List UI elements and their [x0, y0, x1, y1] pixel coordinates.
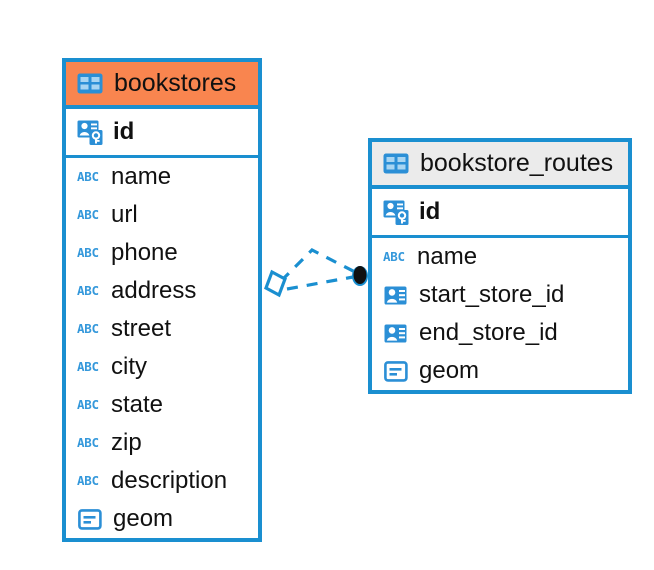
- text-abc-icon: ABC: [382, 246, 408, 268]
- field-list-bookstores: ABC name ABC url ABC phone ABC address A…: [66, 158, 258, 538]
- field-label: end_store_id: [419, 319, 558, 346]
- foreign-key-icon: [382, 319, 410, 347]
- table-grid-icon: [76, 70, 104, 98]
- entity-table-bookstores[interactable]: bookstores id: [62, 58, 262, 542]
- text-abc-icon: ABC: [76, 432, 102, 454]
- svg-text:ABC: ABC: [77, 208, 99, 222]
- field-row-id[interactable]: id: [66, 109, 258, 155]
- field-row-name[interactable]: ABC name: [372, 238, 628, 276]
- text-abc-icon: ABC: [76, 470, 102, 492]
- svg-text:ABC: ABC: [77, 474, 99, 488]
- field-label: phone: [111, 239, 178, 266]
- table-header-bookstore-routes[interactable]: bookstore_routes: [372, 142, 628, 189]
- field-label: state: [111, 391, 164, 418]
- entity-table-bookstore-routes[interactable]: bookstore_routes id: [368, 138, 632, 394]
- table-title: bookstore_routes: [420, 149, 614, 177]
- text-abc-icon: ABC: [76, 394, 102, 416]
- primary-key-icon: [382, 198, 410, 226]
- text-abc-icon: ABC: [76, 318, 102, 340]
- svg-text:ABC: ABC: [77, 284, 99, 298]
- table-title: bookstores: [114, 69, 237, 97]
- text-abc-icon: ABC: [76, 166, 102, 188]
- field-label: name: [111, 163, 172, 190]
- field-row-url[interactable]: ABC url: [66, 196, 258, 234]
- field-label: start_store_id: [419, 281, 565, 308]
- field-label: id: [113, 118, 135, 145]
- field-label: geom: [113, 505, 174, 532]
- field-row-zip[interactable]: ABC zip: [66, 424, 258, 462]
- geometry-icon: [76, 505, 104, 533]
- primary-key-section: id: [372, 189, 628, 238]
- field-label: street: [111, 315, 172, 342]
- field-label: geom: [419, 357, 480, 384]
- field-list-bookstore-routes: ABC name start_store_id: [372, 238, 628, 390]
- text-abc-icon: ABC: [76, 204, 102, 226]
- field-label: description: [111, 467, 228, 494]
- field-row-address[interactable]: ABC address: [66, 272, 258, 310]
- svg-text:ABC: ABC: [383, 250, 405, 264]
- field-row-id[interactable]: id: [372, 189, 628, 235]
- primary-key-icon: [76, 118, 104, 146]
- field-label: id: [419, 198, 441, 225]
- field-row-start-store-id[interactable]: start_store_id: [372, 276, 628, 314]
- text-abc-icon: ABC: [76, 280, 102, 302]
- svg-text:ABC: ABC: [77, 360, 99, 374]
- svg-text:ABC: ABC: [77, 398, 99, 412]
- relationship-line-lower: [286, 275, 354, 291]
- relationship-line-upper: [279, 248, 356, 283]
- primary-key-section: id: [66, 109, 258, 158]
- foreign-key-icon: [382, 281, 410, 309]
- field-row-street[interactable]: ABC street: [66, 310, 258, 348]
- field-row-name[interactable]: ABC name: [66, 158, 258, 196]
- field-label: url: [111, 201, 138, 228]
- field-label: zip: [111, 429, 142, 456]
- field-row-city[interactable]: ABC city: [66, 348, 258, 386]
- svg-text:ABC: ABC: [77, 246, 99, 260]
- field-row-geom[interactable]: geom: [372, 352, 628, 390]
- crows-foot-diamond-marker: [264, 269, 287, 298]
- table-header-bookstores[interactable]: bookstores: [66, 62, 258, 109]
- field-label: name: [417, 243, 478, 270]
- text-abc-icon: ABC: [76, 242, 102, 264]
- field-row-geom[interactable]: geom: [66, 500, 258, 538]
- svg-text:ABC: ABC: [77, 436, 99, 450]
- field-label: address: [111, 277, 197, 304]
- svg-text:ABC: ABC: [77, 170, 99, 184]
- geometry-icon: [382, 357, 410, 385]
- table-grid-icon: [382, 150, 410, 178]
- field-row-end-store-id[interactable]: end_store_id: [372, 314, 628, 352]
- field-label: city: [111, 353, 147, 380]
- field-row-description[interactable]: ABC description: [66, 462, 258, 500]
- filled-circle-marker: [352, 266, 368, 286]
- text-abc-icon: ABC: [76, 356, 102, 378]
- svg-text:ABC: ABC: [77, 322, 99, 336]
- field-row-phone[interactable]: ABC phone: [66, 234, 258, 272]
- field-row-state[interactable]: ABC state: [66, 386, 258, 424]
